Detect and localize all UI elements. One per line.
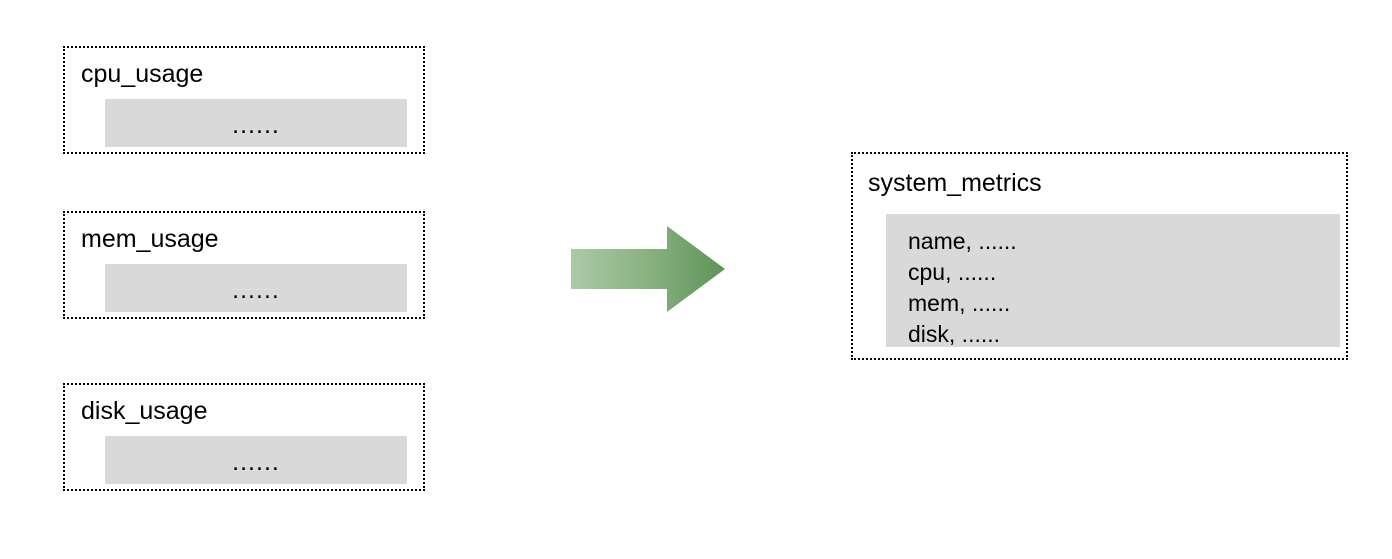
source-node-disk-usage[interactable]: disk_usage ...... — [63, 383, 425, 491]
source-node-title: mem_usage — [81, 225, 219, 253]
source-payload-box: ...... — [105, 99, 407, 147]
source-payload-box: ...... — [105, 436, 407, 484]
target-node-system-metrics[interactable]: system_metrics name, ...... cpu, ...... … — [851, 152, 1348, 360]
merge-arrow-icon — [571, 226, 725, 312]
source-node-mem-usage[interactable]: mem_usage ...... — [63, 211, 425, 319]
source-node-cpu-usage[interactable]: cpu_usage ...... — [63, 46, 425, 154]
source-node-title: disk_usage — [81, 397, 208, 425]
source-payload-ellipsis: ...... — [232, 111, 280, 139]
source-payload-box: ...... — [105, 264, 407, 312]
target-payload-lines: name, ...... cpu, ...... mem, ...... dis… — [908, 226, 1017, 350]
target-payload-box: name, ...... cpu, ...... mem, ...... dis… — [886, 214, 1340, 347]
target-node-title: system_metrics — [868, 169, 1042, 197]
target-payload-line: mem, ...... — [908, 290, 1011, 316]
target-payload-line: cpu, ...... — [908, 259, 997, 285]
source-node-title: cpu_usage — [81, 60, 204, 88]
target-payload-line: name, ...... — [908, 228, 1017, 254]
target-payload-line: disk, ...... — [908, 321, 1001, 347]
source-payload-ellipsis: ...... — [232, 448, 280, 476]
source-payload-ellipsis: ...... — [232, 276, 280, 304]
